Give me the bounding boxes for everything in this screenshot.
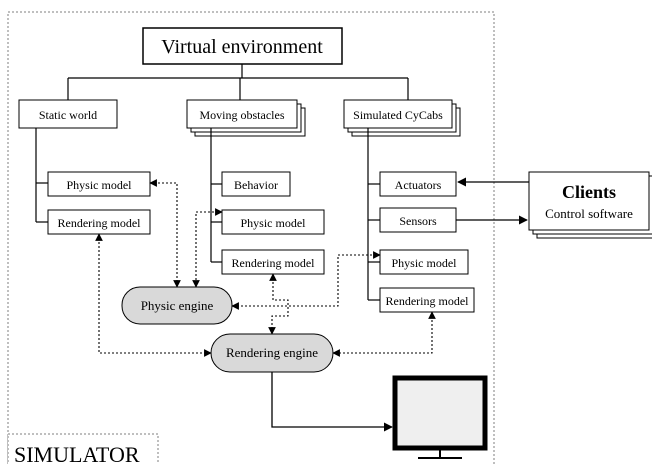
virtual-environment-box xyxy=(142,27,343,65)
moving-physic-model-box xyxy=(221,209,325,235)
moving-physic-model-label: Physic model xyxy=(241,216,307,230)
simulator-label-box xyxy=(7,433,159,464)
static-rendering-model-box xyxy=(47,209,151,235)
cycabs-actuators-box xyxy=(379,171,457,197)
cycabs-sensors-box xyxy=(379,207,457,233)
moving-behavior-box xyxy=(221,171,291,197)
moving-obstacles-label: Moving obstacles xyxy=(200,108,285,122)
clients-subtitle: Control software xyxy=(545,206,633,221)
moving-rendering-model-label: Rendering model xyxy=(232,256,316,270)
static-rendering-model-label: Rendering model xyxy=(58,216,142,230)
cycabs-sensors-label: Sensors xyxy=(399,214,437,228)
static-physic-model-box xyxy=(47,171,151,197)
physic-engine-label: Physic engine xyxy=(141,298,214,313)
clients-box xyxy=(528,171,650,231)
rendering-to-monitor-connector xyxy=(271,372,393,432)
monitor-icon xyxy=(392,375,488,459)
cycabs-physic-model-label: Physic model xyxy=(392,256,458,270)
simulated-cycabs-label: Simulated CyCabs xyxy=(353,108,443,122)
cycabs-rendering-model-label: Rendering model xyxy=(386,294,470,308)
cycabs-actuators-label: Actuators xyxy=(395,178,442,192)
clients-title: Clients xyxy=(562,182,616,202)
moving-behavior-label: Behavior xyxy=(234,178,278,192)
simulator-label: SIMULATOR xyxy=(14,442,140,464)
moving-obstacles-box xyxy=(186,99,298,129)
static-world-box xyxy=(18,99,118,129)
static-world-label: Static world xyxy=(39,108,97,122)
simulated-cycabs-box xyxy=(343,99,453,129)
virtual-environment-title: Virtual environment xyxy=(161,36,323,58)
dotted-connections xyxy=(95,179,436,357)
cycabs-physic-model-box xyxy=(379,249,469,275)
rendering-engine-label: Rendering engine xyxy=(226,345,318,360)
static-physic-model-label: Physic model xyxy=(67,178,133,192)
simulator-boundary xyxy=(7,11,495,464)
title-tree-connectors xyxy=(67,64,409,100)
